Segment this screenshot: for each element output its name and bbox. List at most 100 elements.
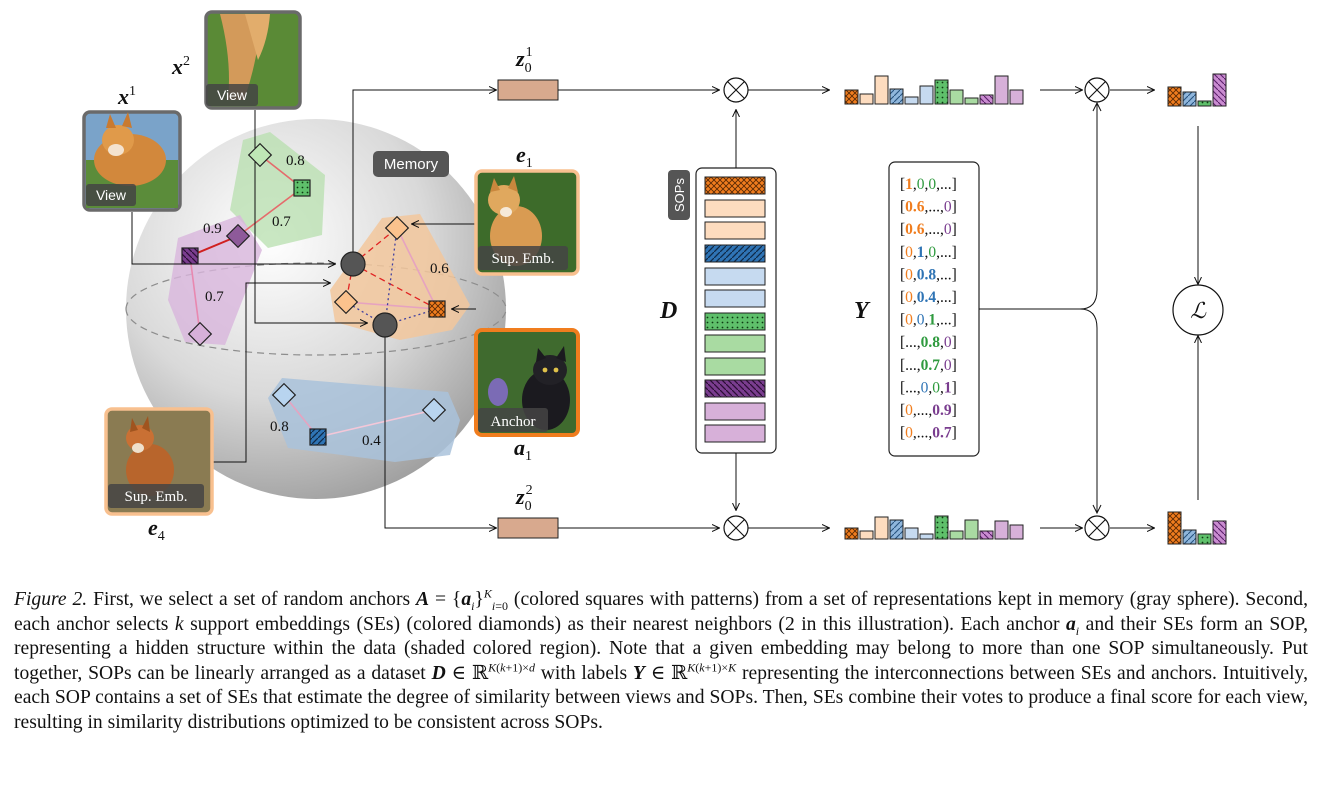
e1-image: Sup. Emb. (474, 169, 580, 276)
weight-orange: 0.6 (430, 261, 449, 277)
Y-entry: 0 (917, 312, 925, 329)
D-matrix (695, 167, 777, 454)
Y-entry: 0 (905, 425, 913, 442)
Y-entry: , (925, 176, 929, 193)
Y-entry: ] (952, 425, 957, 442)
memory-label: Memory (384, 156, 439, 173)
Y-entry: , (913, 244, 917, 261)
Y-entry: , (925, 312, 929, 329)
e4-supemb-tag: Sup. Emb. (125, 489, 188, 505)
Y-entry: [ (900, 244, 905, 261)
view1-to-z1-line (352, 90, 496, 255)
Y-entry: 0.7 (921, 357, 941, 374)
weight-blue-right: 0.4 (362, 433, 381, 449)
view2-to-z2-line (384, 336, 496, 528)
Y-entry: 0 (928, 176, 936, 193)
figure-caption: Figure 2. First, we select a set of rand… (14, 587, 1308, 735)
Y-row: [0,0.4,...] (900, 289, 957, 306)
Y-entry: ,..., (913, 425, 932, 442)
Y-entry: , (913, 289, 917, 306)
Y-entry: 0 (944, 221, 952, 238)
Y-entry: [ (900, 176, 905, 193)
Y-entry: 0 (921, 379, 929, 396)
Y-entry: 0.8 (917, 266, 937, 283)
Y-entry: 0.9 (932, 402, 952, 419)
weight-green-red: 0.7 (272, 214, 291, 230)
loss-node (1172, 284, 1224, 336)
Y-entry: [..., (900, 334, 921, 351)
sops-tag: SOPs (672, 178, 687, 212)
view-point-1 (340, 251, 366, 277)
Y-row: [0,...,0.7] (900, 425, 957, 442)
Y-entry: 0 (905, 289, 913, 306)
caption-math-ai: ai (1066, 613, 1080, 638)
Y-row: [0,0.8,...] (900, 266, 957, 283)
caption-s4: and their SEs form an SOP, representing … (14, 613, 1308, 684)
figure-label: Figure 2. (14, 589, 88, 610)
green-anchor-square (293, 179, 311, 197)
caption-k: k (174, 613, 184, 635)
weight-purple-bottom: 0.7 (205, 289, 224, 305)
orange-anchor-square (428, 300, 446, 318)
Y-entry: [ (900, 199, 905, 216)
purple-se-diamond-bottom (187, 321, 213, 347)
Y-entry: 1 (928, 312, 936, 329)
e1-label: e1 (516, 142, 533, 171)
sop-figure: 0.8 0.7 0.9 0.7 0.6 0.8 0.4 Memory View … (82, 10, 1227, 545)
Y-entry: 0.4 (917, 289, 937, 306)
similarity-histogram-z2 (844, 515, 1024, 540)
svg-text:[1,0,0,...][0.6,...,0][0.6,...: [1,0,0,...][0.6,...,0][0.6,...,0][0,1,0,… (900, 176, 957, 442)
Y-row: [0.6,...,0] (900, 221, 957, 238)
Y-entry: , (913, 266, 917, 283)
x2-label: x2 (171, 54, 190, 79)
blue-se-diamond-left (271, 382, 297, 408)
Y-row: [...,0.7,0] (900, 357, 957, 374)
Y-entry: [..., (900, 379, 921, 396)
sop-histogram-bottom (1167, 511, 1227, 545)
Y-entry: ,..., (925, 221, 944, 238)
Y-entry: , (940, 334, 944, 351)
z1-box (497, 79, 559, 101)
similarity-histogram-z1 (844, 75, 1024, 105)
loss-label: ℒ (1190, 299, 1207, 324)
Y-entry: 0 (944, 357, 952, 374)
Y-entry: 0 (917, 176, 925, 193)
purple-se-diamond-top (225, 223, 251, 249)
Y-row: [...,0,0,1] (900, 379, 957, 396)
Y-entry: ,...] (936, 289, 957, 306)
a1-image: Anchor (474, 328, 580, 437)
green-se-diamond (247, 142, 273, 168)
Y-row: [0,...,0.9] (900, 402, 957, 419)
Y-entry: ,...] (936, 266, 957, 283)
orange-se-diamond-top (384, 215, 410, 241)
Y-entry: 1 (917, 244, 925, 261)
Y-entry: , (928, 379, 932, 396)
D-label: D (659, 298, 677, 324)
Y-entry: 1 (944, 379, 952, 396)
Y-branch (979, 104, 1098, 512)
Y-entry: ,..., (913, 402, 932, 419)
e4-image: Sup. Emb. (104, 407, 214, 516)
weight-green: 0.8 (286, 153, 305, 169)
Y-entry: [ (900, 402, 905, 419)
Y-entry: , (925, 244, 929, 261)
caption-math-D: D ∈ ℝK(k+1)×d (431, 659, 535, 684)
blue-anchor-square (309, 428, 327, 446)
Y-entry: ,..., (925, 199, 944, 216)
sop-histogram-top (1167, 73, 1227, 107)
Y-entry: 0 (905, 244, 913, 261)
Y-entry: 0.8 (921, 334, 941, 351)
x1-image: View (82, 110, 182, 212)
Y-entry: [ (900, 266, 905, 283)
e4-label: e4 (148, 515, 165, 544)
Y-entry: ] (952, 221, 957, 238)
z2-box (497, 517, 559, 539)
Y-entry: 0 (928, 244, 936, 261)
Y-entry: 0 (932, 379, 940, 396)
Y-row: [0,0,1,...] (900, 312, 957, 329)
e1-supemb-tag: Sup. Emb. (492, 251, 555, 267)
Y-entry: ] (952, 334, 957, 351)
Y-entry: 1 (905, 176, 913, 193)
